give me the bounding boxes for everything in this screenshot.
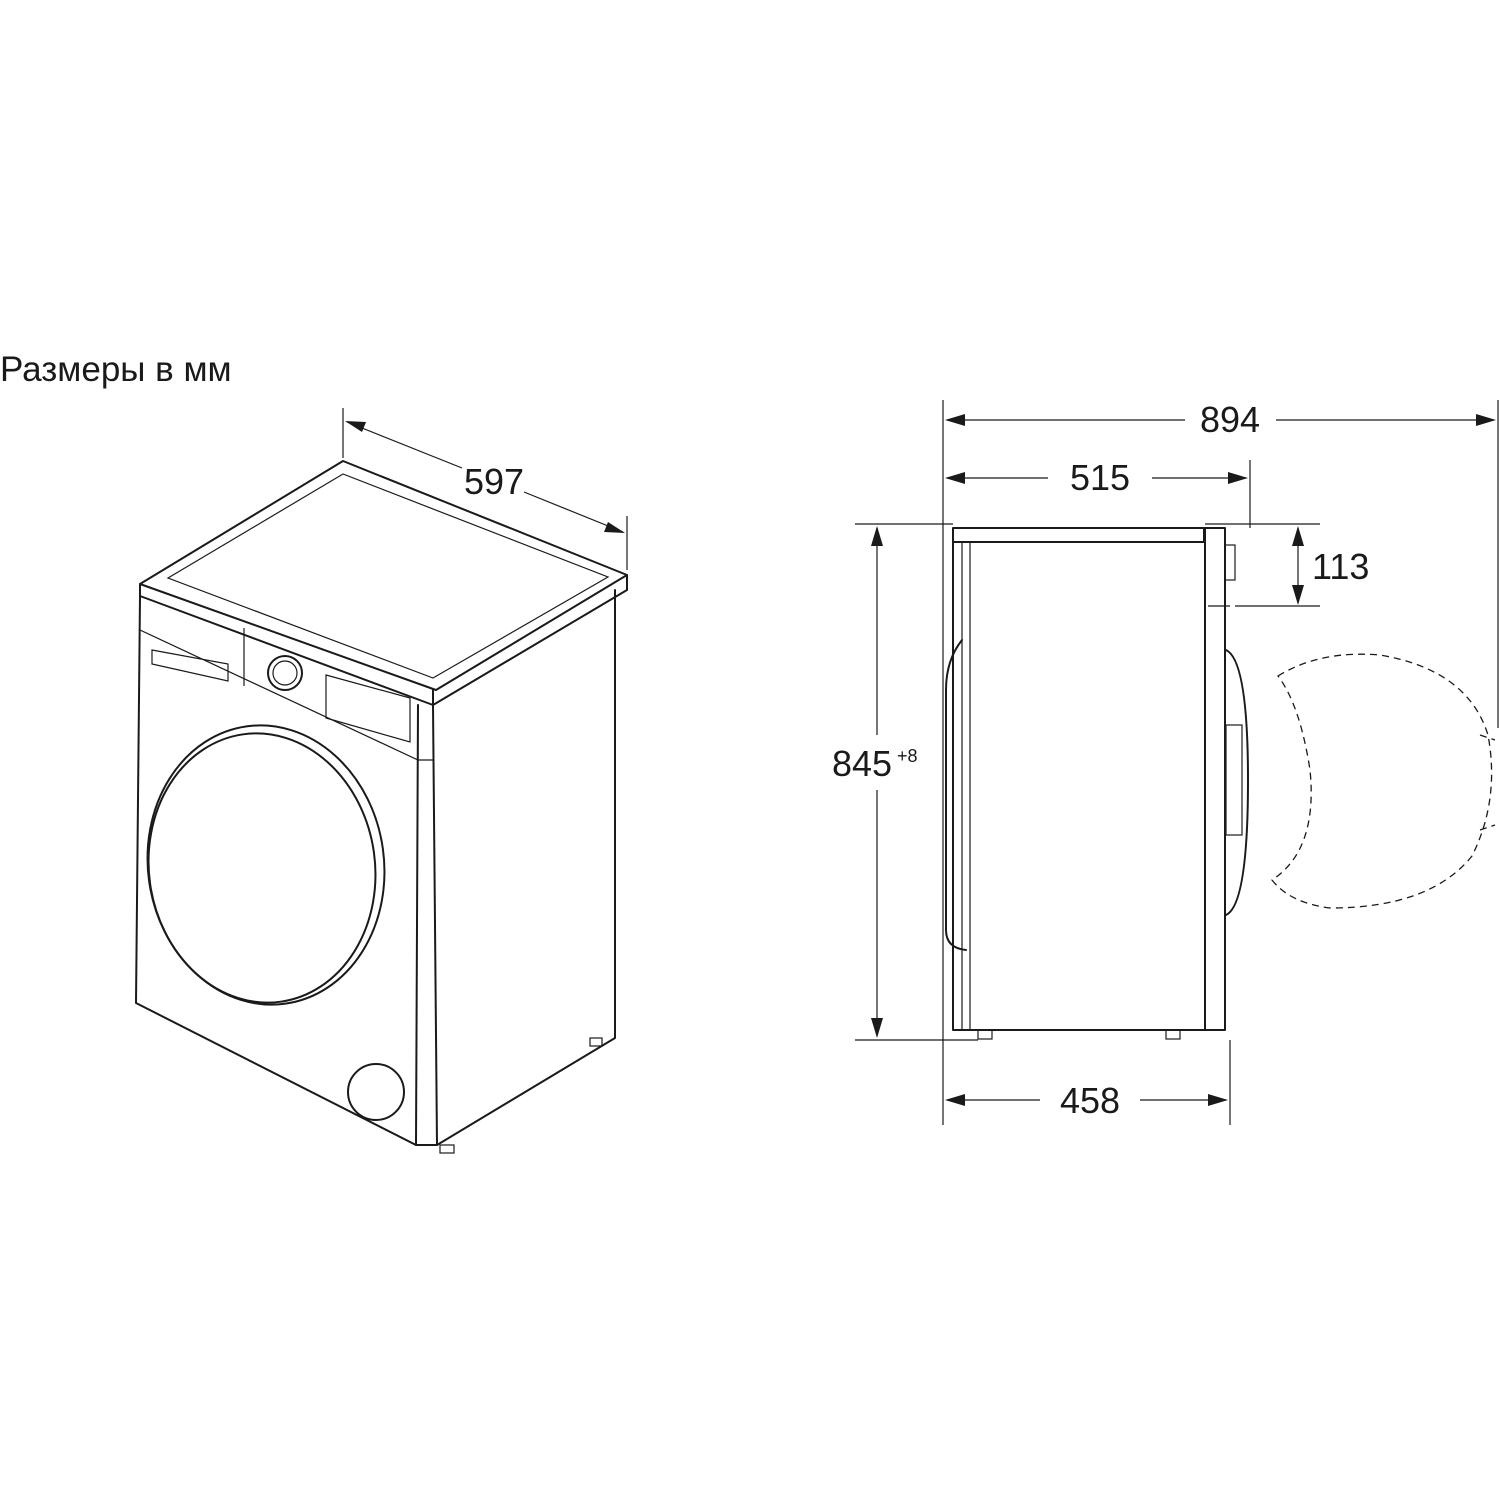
foot: [1165, 1029, 1181, 1040]
foot: [977, 1029, 993, 1040]
rear-hose-outline: [945, 639, 967, 951]
dimension-base-depth-458: 458: [1060, 1080, 1120, 1121]
machine-top-inner-panel: [166, 473, 610, 679]
detergent-drawer: [151, 649, 229, 682]
foot: [439, 1144, 455, 1154]
dimension-height-tolerance: +8: [897, 746, 918, 766]
dimension-door-protrusion-113: 113: [1312, 546, 1369, 587]
side-body: [952, 541, 1206, 1031]
door-swing-arc: [1271, 653, 1493, 909]
isometric-machine-view: 597: [135, 408, 628, 1154]
display-panel: [325, 674, 411, 743]
machine-top-lid: [139, 460, 628, 691]
caption-dimensions-in-mm: Размеры в мм: [0, 350, 232, 389]
side-view-machine: 894 515 113 845 +8 458: [832, 399, 1499, 1125]
dimension-total-depth-894: 894: [1200, 399, 1260, 440]
dimension-height-845: 845: [832, 743, 892, 784]
foot: [589, 1037, 603, 1047]
service-hatch: [347, 1063, 405, 1121]
program-knob: [267, 655, 303, 691]
side-front-panel: [1204, 527, 1226, 1031]
side-top-lid: [952, 527, 1205, 543]
side-door-closed: [1225, 649, 1249, 916]
machine-side-panel: [432, 589, 616, 1146]
dimension-depth-515: 515: [1070, 457, 1130, 498]
door-porthole: [146, 724, 386, 1006]
machine-front-panel: [135, 595, 419, 1146]
dimension-width-597: 597: [464, 461, 524, 502]
